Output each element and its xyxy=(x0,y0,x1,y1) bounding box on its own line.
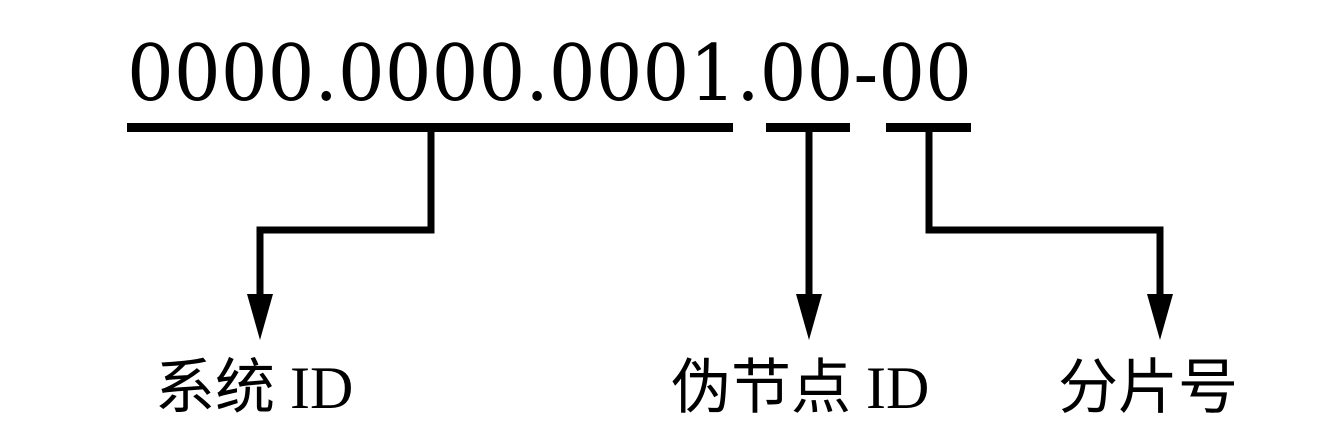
fragment-number-underline xyxy=(886,123,971,132)
fragment-number-connector xyxy=(925,132,1164,300)
system-id-arrowhead xyxy=(247,294,273,340)
pseudonode-id-label: 伪节点 ID xyxy=(671,355,929,421)
system-id-label: 系统 ID xyxy=(155,355,353,421)
fragment-number-arrowhead xyxy=(1147,294,1173,340)
system-id-connector xyxy=(256,132,435,300)
identifier-text: 0000.0000.0001.00-00 xyxy=(127,29,972,119)
system-id-underline xyxy=(127,123,733,132)
pseudonode-id-arrowhead xyxy=(796,294,822,340)
pseudonode-id-underline xyxy=(766,123,850,132)
fragment-number-label: 分片号 xyxy=(1058,355,1238,421)
